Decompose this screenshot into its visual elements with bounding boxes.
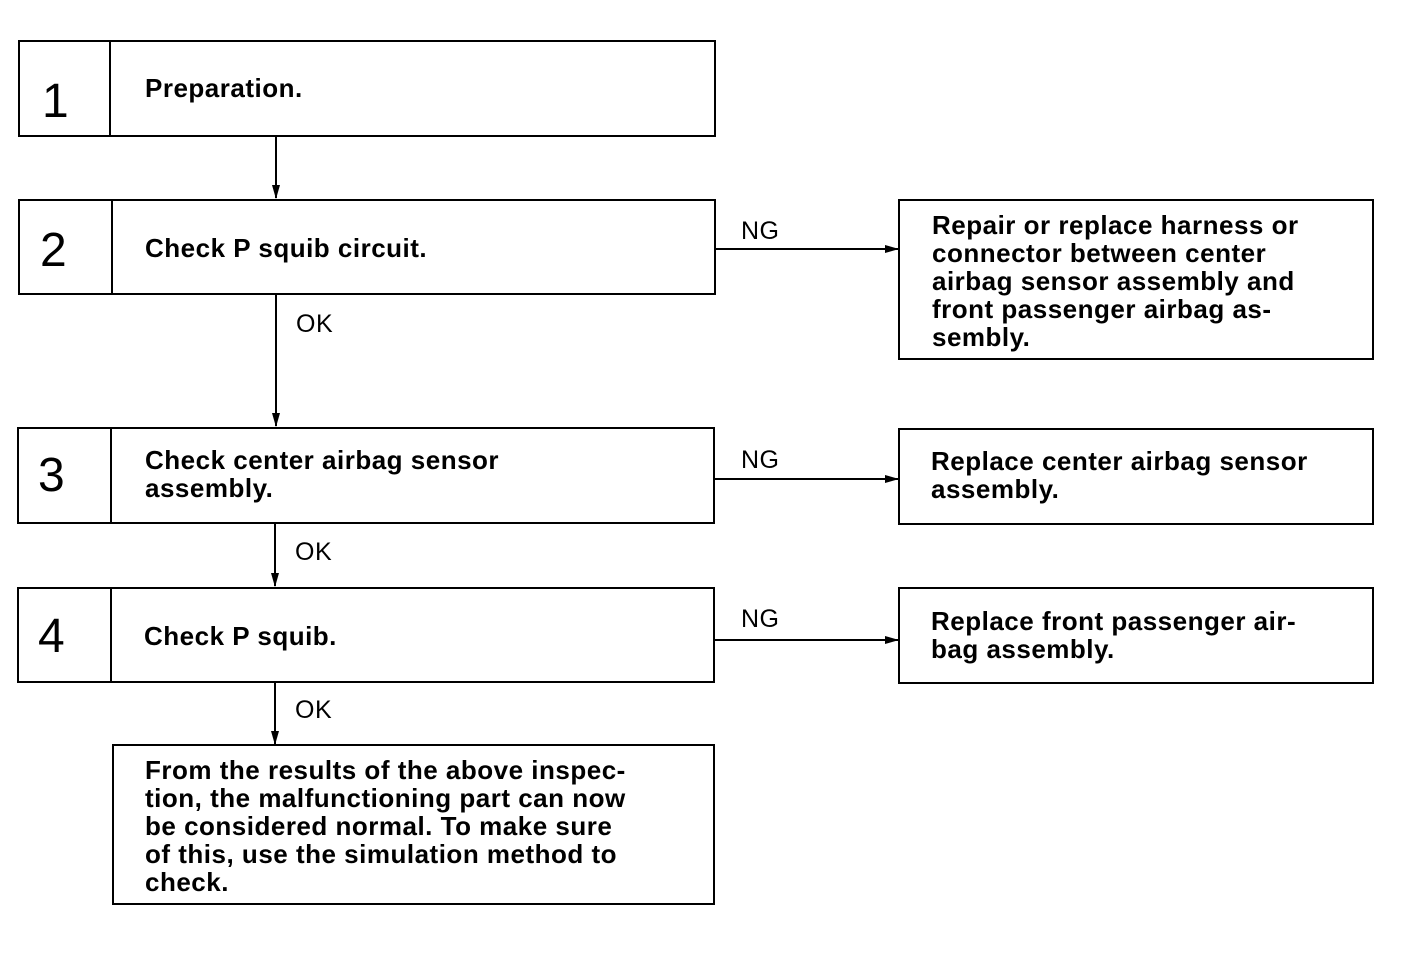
ng-label-2: NG: [741, 217, 780, 245]
ng-result-2-text: Repair or replace harness or connector b…: [932, 210, 1299, 352]
step-2-box: [18, 199, 716, 295]
step-1-text: Preparation.: [145, 73, 303, 103]
step-4-text: Check P squib.: [144, 621, 337, 651]
ng-result-2-box: [898, 199, 1374, 360]
step-3-number: 3: [38, 449, 65, 502]
ng-result-4-text: Replace front passenger air- bag assembl…: [931, 606, 1297, 664]
step-1-divider: [109, 41, 111, 136]
step-4-number: 4: [38, 610, 65, 663]
step-1-number: 1: [42, 75, 69, 128]
step-3-text: Check center airbag sensor assembly.: [145, 445, 500, 503]
ng-result-4-box: [898, 587, 1374, 684]
ng-result-3-box: [898, 428, 1374, 525]
ok-label-3: OK: [295, 538, 333, 566]
step-3-divider: [110, 428, 112, 523]
step-2-divider: [111, 200, 113, 294]
step-1-box: [18, 40, 716, 137]
step-2-number: 2: [40, 224, 67, 277]
ng-result-3-text: Replace center airbag sensor assembly.: [931, 446, 1308, 504]
final-result-text: From the results of the above inspec- ti…: [145, 755, 626, 897]
step-4-divider: [110, 588, 112, 682]
step-4-box: [17, 587, 715, 683]
ok-label-2: OK: [296, 310, 334, 338]
step-3-box: [17, 427, 715, 524]
ok-label-4: OK: [295, 696, 333, 724]
step-2-text: Check P squib circuit.: [145, 233, 428, 263]
final-result-box: [112, 744, 715, 905]
ng-label-3: NG: [741, 446, 780, 474]
ng-label-4: NG: [741, 605, 780, 633]
